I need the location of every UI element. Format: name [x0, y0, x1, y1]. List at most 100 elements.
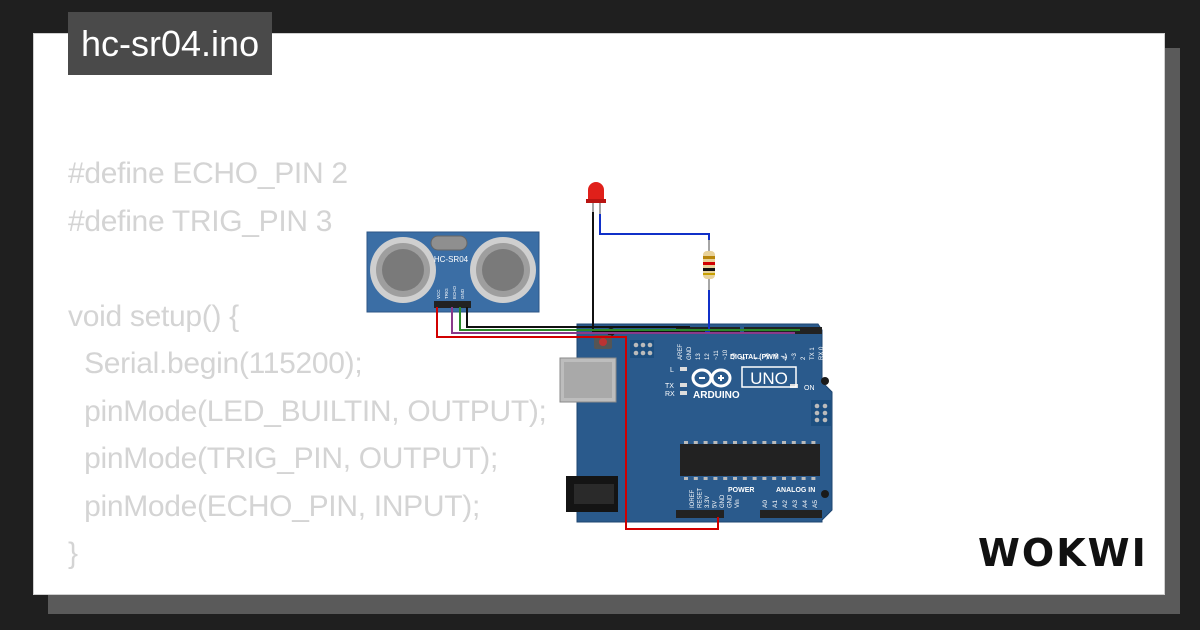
project-title[interactable]: hc-sr04.ino — [68, 12, 273, 75]
power-jack-icon — [566, 476, 618, 512]
analog-pin-label: A5 — [812, 500, 819, 508]
chip-pin — [811, 441, 816, 444]
infinity-logo-icon — [691, 368, 732, 388]
on-label: ON — [804, 385, 815, 392]
board-model: UNO — [750, 369, 788, 388]
sensor-label: HC-SR04 — [434, 255, 469, 264]
code-line: pinMode(TRIG_PIN, OUTPUT); — [68, 442, 499, 475]
board-brand: ARDUINO — [693, 390, 740, 401]
power-pin-label: GND — [720, 494, 726, 508]
code-line: #define TRIG_PIN 3 — [68, 204, 333, 238]
power-pin-label: IOREF — [690, 489, 696, 508]
analog-pin-label: A0 — [762, 500, 769, 508]
chip-pin — [733, 477, 737, 480]
l-label: L — [670, 367, 674, 374]
mounting-hole — [821, 377, 829, 385]
sensor-pin-label: GND — [460, 288, 465, 299]
wire-led-cathode — [592, 212, 680, 333]
wires — [436, 212, 800, 530]
chip-pin — [742, 477, 747, 480]
power-pin-label: 3.3V — [705, 496, 711, 508]
analog-label: ANALOG IN — [776, 487, 815, 494]
chip-pin — [713, 477, 718, 480]
digital-pin-label: GND — [687, 346, 693, 360]
usb-connector-icon — [559, 357, 617, 403]
chip-pin — [684, 477, 688, 480]
wokwi-logo-text: WOKWI — [978, 531, 1148, 575]
digital-pin-label: RX 0 — [819, 346, 825, 360]
digital-pin-label: AREF — [678, 344, 684, 360]
chip-pin — [723, 477, 728, 480]
wire-echo — [459, 307, 800, 331]
icsp-header — [630, 340, 654, 358]
digital-pin-label: 8 — [741, 356, 747, 360]
chip-pin — [733, 441, 737, 444]
power-pin-label: RESET — [698, 488, 704, 508]
chip-pin — [801, 441, 806, 444]
chip-pin — [742, 441, 747, 444]
digital-pin-label: 12 — [705, 353, 711, 360]
power-header — [676, 510, 724, 518]
resistor-icon[interactable] — [703, 240, 715, 290]
digital-pin-label: ~5 — [774, 352, 780, 360]
analog-pin-label: A2 — [782, 500, 789, 508]
icsp2-header — [811, 400, 831, 426]
chip-pin — [791, 441, 796, 444]
digital-pin-label: ~11 — [714, 350, 720, 360]
chip-pin — [811, 477, 816, 480]
tx-led — [680, 383, 687, 387]
chip-pin — [693, 477, 698, 480]
led-icon[interactable] — [586, 182, 606, 214]
chip-pin — [791, 477, 796, 480]
power-pin-label: Vin — [735, 499, 741, 508]
wire-gnd — [466, 307, 690, 328]
chip-pin — [723, 441, 728, 444]
chip-pin — [693, 441, 698, 444]
transducer-right — [470, 237, 536, 303]
digital-pin-label: 7 — [756, 356, 762, 360]
digital-pin-label: 2 — [801, 356, 807, 360]
rx-label: RX — [665, 391, 675, 398]
sensor-pin-label: TRIG — [444, 288, 449, 299]
digital-pin-label: ~9 — [732, 352, 738, 360]
analog-header — [760, 510, 822, 518]
analog-pin-label: A1 — [772, 500, 779, 508]
wire-led-anode — [599, 214, 710, 240]
wokwi-logo[interactable]: WOKWI — [978, 528, 1150, 578]
power-label: POWER — [728, 487, 754, 494]
digital-pin-label: 4 — [783, 356, 789, 360]
chip-pin — [752, 441, 757, 444]
chip-pin — [684, 441, 688, 444]
arduino-uno-board[interactable]: UNO ARDUINO DIGITAL (PWM ~) POWER ANALOG… — [559, 323, 833, 523]
transducer-left — [370, 237, 436, 303]
sensor-pin-label: ECHO — [452, 285, 457, 299]
wire-trig — [451, 307, 795, 334]
chip-pin — [782, 477, 786, 480]
analog-pin-label: A4 — [802, 500, 809, 508]
rx-led — [680, 391, 687, 395]
uno-frame — [741, 366, 797, 388]
chip-pin — [801, 477, 806, 480]
chip-pin — [772, 441, 777, 444]
chip-icon — [680, 441, 820, 480]
chip-pin — [713, 441, 718, 444]
code-line: } — [68, 537, 78, 570]
digital-pin-label: ~10 — [723, 349, 729, 360]
chip-pin — [703, 441, 708, 444]
tx-label: TX — [665, 383, 674, 390]
wire-vcc — [436, 307, 719, 530]
chip-pin — [762, 477, 767, 480]
power-pin-label: GND — [728, 494, 734, 508]
code-line: pinMode(ECHO_PIN, INPUT); — [68, 489, 481, 523]
chip-pin — [782, 441, 786, 444]
digital-pin-label: ~3 — [792, 352, 798, 360]
digital-pin-label: TX 1 — [810, 347, 816, 360]
reset-button-cap[interactable] — [599, 338, 607, 346]
